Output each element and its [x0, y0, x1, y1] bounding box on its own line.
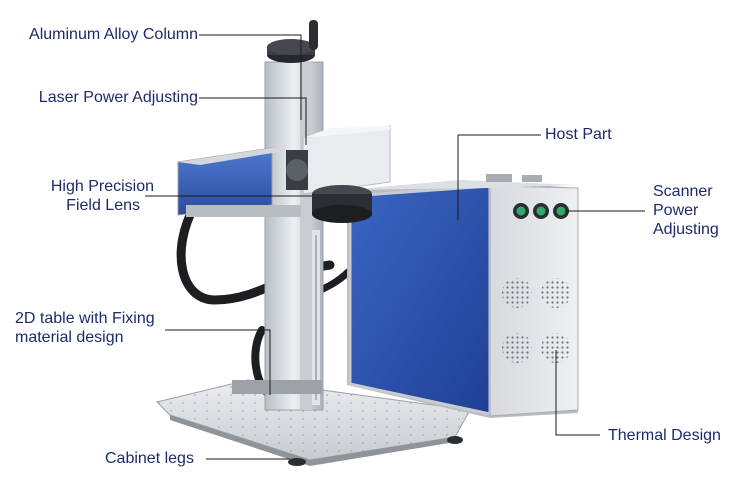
callout-text: Aluminum Alloy Column — [29, 26, 198, 43]
aluminum-column — [232, 61, 324, 411]
leader-laser-power — [199, 97, 307, 145]
scan-head — [286, 125, 391, 195]
callout-cabinet-legs: Cabinet legs — [105, 449, 205, 468]
leader-aluminum-column — [199, 34, 302, 120]
machine-illustration — [156, 20, 579, 466]
callout-2d-table: 2D table with Fixing material design — [15, 309, 190, 347]
callout-text: Host Part — [545, 126, 612, 143]
callout-text: Scanner — [653, 183, 713, 200]
callout-text: High Precision — [50, 178, 154, 195]
callout-text: Power — [653, 202, 699, 219]
callout-high-precision-field-lens: High Precision Field Lens — [10, 177, 154, 215]
leader-2d-table — [165, 329, 271, 395]
callout-text: Field Lens — [66, 197, 140, 214]
lifting-handwheel — [267, 20, 318, 63]
laser-arm — [177, 147, 301, 217]
callout-thermal-design: Thermal Design — [608, 426, 738, 445]
callout-scanner-power-adjusting: Scanner Power Adjusting — [653, 182, 743, 239]
callout-text: Thermal Design — [608, 427, 721, 444]
field-lens — [312, 185, 372, 223]
callout-text: 2D table with Fixing — [15, 310, 155, 327]
leader-thermal-design — [555, 350, 600, 436]
leader-host-part — [457, 134, 541, 220]
base-table — [156, 379, 471, 466]
callout-laser-power-adjusting: Laser Power Adjusting — [10, 88, 198, 107]
callout-host-part: Host Part — [545, 125, 645, 144]
host-cabinet — [347, 174, 579, 418]
scanner-power-knobs — [513, 203, 569, 219]
leader-lines — [145, 34, 645, 460]
callout-text: Cabinet legs — [105, 450, 194, 467]
callout-text: Laser Power Adjusting — [38, 89, 198, 106]
callout-text: material design — [15, 329, 124, 346]
callout-text: Adjusting — [653, 221, 719, 238]
callout-aluminum-alloy-column: Aluminum Alloy Column — [10, 25, 198, 44]
thermal-vents — [502, 278, 571, 363]
